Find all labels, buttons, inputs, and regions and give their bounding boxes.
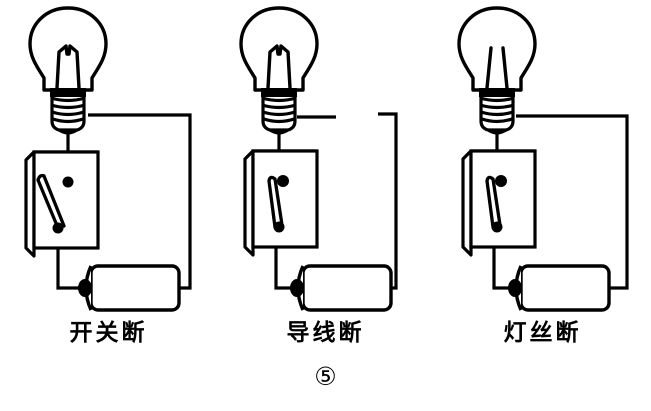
- panel-label-row: 开关断 导线断 灯丝断: [0, 316, 651, 356]
- figure-number: ⑤: [314, 362, 337, 391]
- panel-wire-broken: [239, 6, 398, 312]
- connecting-wire-right: [88, 113, 192, 290]
- panel-switch-open: [24, 6, 192, 312]
- knife-switch: [243, 149, 319, 257]
- panel-filament-broken: [457, 6, 629, 312]
- dry-cell-battery: [506, 264, 611, 312]
- knife-switch: [24, 150, 100, 258]
- knife-switch: [461, 149, 537, 257]
- light-bulb: [239, 6, 319, 135]
- dry-cell-battery: [76, 264, 181, 312]
- panel-label-switch-open: 开关断: [69, 320, 148, 346]
- connecting-wire-broken-right: [375, 112, 398, 290]
- light-bulb: [457, 6, 537, 135]
- panel-label-filament-broken: 灯丝断: [503, 320, 582, 346]
- connecting-wire-switch-battery: [56, 248, 85, 290]
- connecting-wire-right: [516, 114, 629, 290]
- panel-label-wire-broken: 导线断: [286, 320, 365, 346]
- dry-cell-battery: [288, 264, 393, 312]
